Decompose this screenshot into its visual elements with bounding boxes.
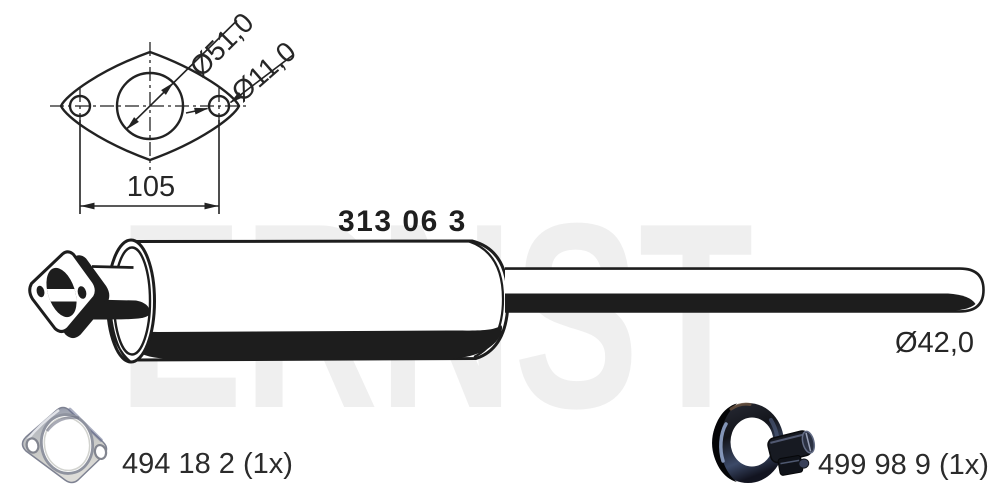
clamp-part-label: 499 98 9 (1x) bbox=[818, 449, 989, 481]
gasket-bolt-hole-left bbox=[25, 437, 40, 454]
gasket-bolt-hole-right bbox=[93, 443, 108, 461]
bolt-spacing-label: 105 bbox=[126, 171, 176, 203]
inlet-flange-bolt-hole-left bbox=[36, 285, 45, 298]
clamp-band-depth bbox=[712, 403, 737, 482]
flange-technical-drawing bbox=[50, 19, 294, 214]
diameter-51-dimension bbox=[126, 19, 238, 130]
gasket-part-label: 494 18 2 (1x) bbox=[122, 448, 293, 480]
inlet-flange-bolt-hole-right bbox=[77, 286, 87, 299]
clamp-ring bbox=[712, 403, 784, 483]
outlet-pipe-shadow bbox=[505, 293, 976, 311]
clamp-bolt-housing bbox=[767, 430, 816, 464]
muffler-illustration bbox=[28, 238, 985, 364]
pipe-diameter-label: Ø42,0 bbox=[895, 327, 974, 359]
part-number: 313 06 3 bbox=[338, 205, 467, 238]
clamp-blue-highlight bbox=[719, 422, 728, 463]
outlet-pipe-outline bbox=[505, 267, 985, 313]
diameter-11-dimension bbox=[185, 54, 294, 115]
bolt-spacing-dimension bbox=[79, 120, 220, 214]
gasket-center-hole bbox=[39, 413, 95, 475]
muffler-shadow bbox=[116, 316, 502, 359]
clamp-nut bbox=[777, 455, 810, 476]
inlet-stub-top-edge bbox=[91, 265, 134, 269]
inlet-stub-shadow bbox=[92, 299, 150, 320]
clamp-top-glint bbox=[729, 402, 752, 411]
pipe-clamp-icon bbox=[712, 402, 816, 483]
flange-gasket-icon bbox=[21, 406, 108, 484]
gasket-highlight-edge bbox=[27, 408, 60, 440]
gasket-hole-shadow bbox=[45, 416, 80, 432]
